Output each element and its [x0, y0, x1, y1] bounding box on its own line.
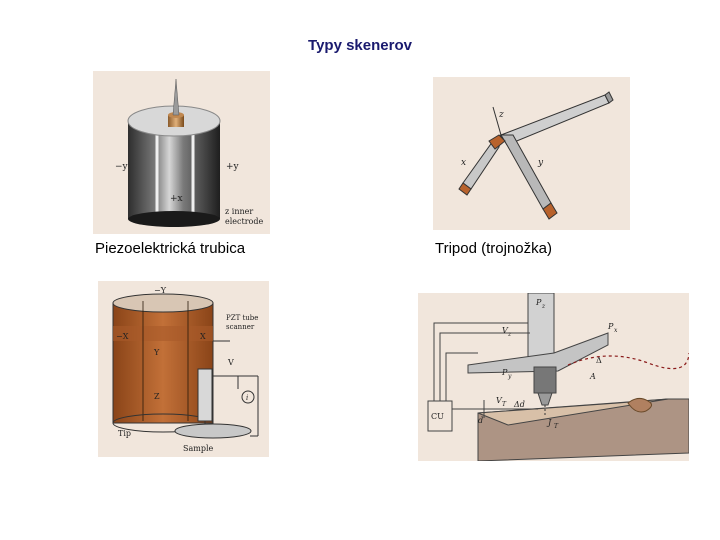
tripod-stm-figure: P z V z P x P y Δ A V T Δd d J T CU [418, 293, 689, 461]
tripod-scanner-figure: z x y [433, 77, 630, 230]
stm-label-Vz-sub: z [507, 331, 512, 338]
tube-label-z-inner: z inner [225, 207, 253, 216]
pzt-label-tip: Tip [118, 429, 131, 438]
stm-label-A: A [589, 372, 596, 381]
pzt-label-Z: Z [154, 392, 160, 401]
stm-label-Px-sub: x [614, 327, 618, 334]
pzt-label-V: V [227, 358, 234, 367]
pzt-tube-figure: −Y −X X Y Z PZT tube scanner V i Tip Sam… [98, 281, 269, 457]
stm-label-Py-sub: y [507, 373, 512, 380]
stm-label-Py: P [501, 368, 508, 377]
tube-label-plus-x: +x [170, 194, 183, 204]
tripod-label-y: y [537, 158, 544, 168]
tripod-label-x: x [461, 158, 466, 168]
pzt-label-minus-Y: −Y [154, 286, 167, 295]
tube-label-plus-y: +y [226, 162, 240, 172]
caption-tripod: Tripod (trojnožka) [435, 240, 552, 257]
tripod-label-z: z [498, 110, 504, 120]
stm-label-CU: CU [431, 412, 444, 421]
tube-scanner-figure: −y +y +x z inner electrode [93, 71, 270, 234]
stm-label-delta: Δ [596, 356, 602, 365]
tube-label-minus-y: −y [115, 162, 129, 172]
pzt-label-tube: PZT tube [226, 314, 258, 322]
caption-tube: Piezoelektrická trubica [95, 240, 245, 257]
stm-label-d: d [478, 416, 483, 425]
pzt-label-X: X [200, 332, 206, 341]
stm-label-Pz: P [535, 298, 542, 307]
tube-label-electrode: electrode [225, 217, 263, 226]
slide-title: Typy skenerov [0, 37, 720, 54]
pzt-label-Y: Y [153, 348, 160, 357]
stm-label-delta-d: Δd [513, 400, 525, 409]
stm-label-Px: P [607, 322, 614, 331]
pzt-label-minus-X: −X [116, 332, 129, 341]
pzt-label-scanner: scanner [226, 323, 255, 331]
pzt-label-sample: Sample [183, 444, 214, 453]
stm-label-VT-sub: T [502, 401, 507, 408]
pzt-label-i: i [246, 394, 248, 402]
